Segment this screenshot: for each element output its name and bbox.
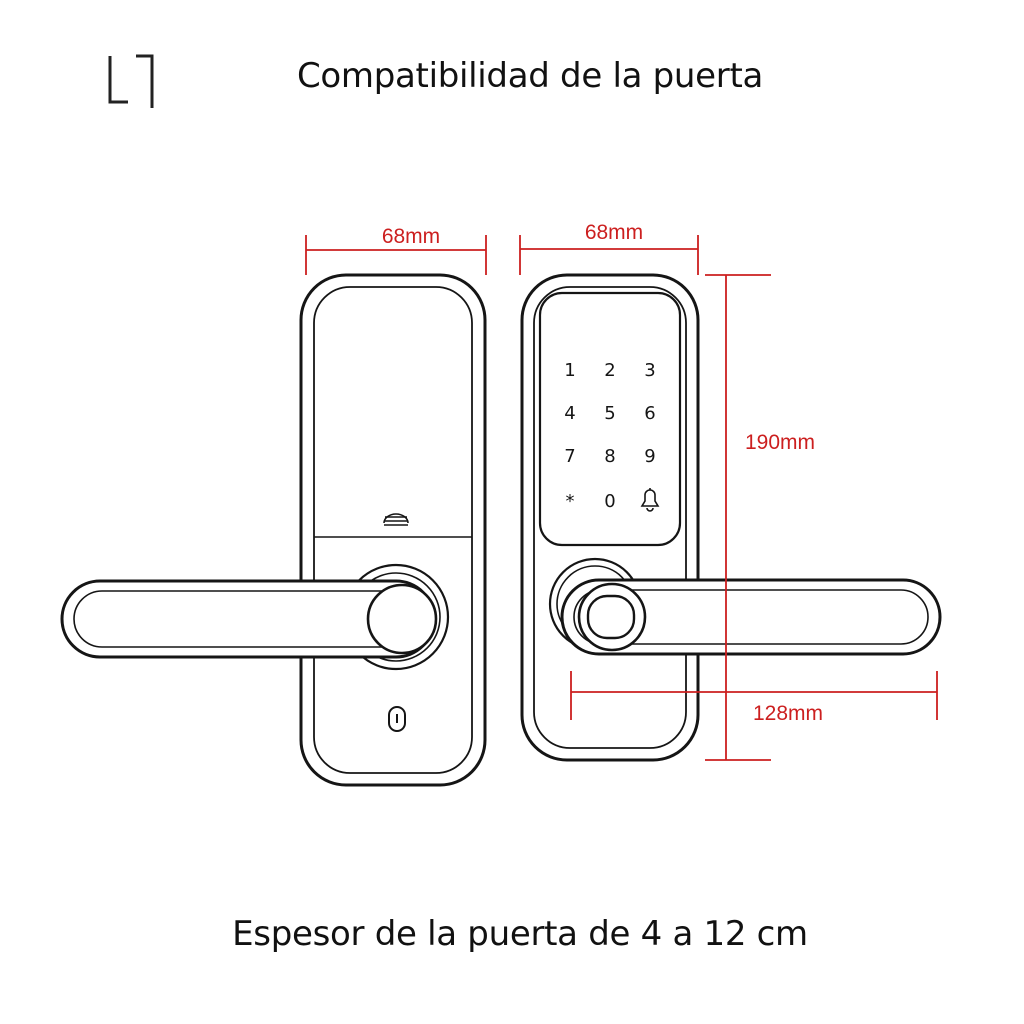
dimension-labels: 68mm 68mm 190mm 128mm xyxy=(382,221,823,725)
right-width-label: 68mm xyxy=(585,221,643,244)
keypad-key: 0 xyxy=(604,491,615,512)
door-thickness-caption: Espesor de la puerta de 4 a 12 cm xyxy=(232,914,808,954)
vent-icon xyxy=(383,513,409,526)
keypad-key: 9 xyxy=(644,446,655,467)
keypad-key: 3 xyxy=(644,360,655,381)
left-width-label: 68mm xyxy=(382,225,440,248)
page-title: Compatibilidad de la puerta xyxy=(296,56,764,96)
fingerprint-icon xyxy=(577,582,647,652)
keypad-key: 4 xyxy=(564,403,575,424)
keypad-key: 6 xyxy=(644,403,655,424)
door-lock-dimension-diagram: 1 2 3 4 5 6 7 8 9 * 0 xyxy=(60,221,942,787)
keypad-key: * xyxy=(566,491,575,512)
height-label: 190mm xyxy=(745,431,815,454)
keypad-key: 8 xyxy=(604,446,615,467)
keypad-key: 2 xyxy=(604,360,615,381)
keyhole-icon xyxy=(388,706,406,732)
keypad-key: 1 xyxy=(564,360,575,381)
keypad-key: 5 xyxy=(604,403,615,424)
bell-icon xyxy=(640,488,660,512)
outer-lock-body xyxy=(520,273,700,762)
outer-lever-handle xyxy=(560,578,942,656)
inner-lever-handle xyxy=(60,579,438,659)
inner-lock-body xyxy=(299,273,487,787)
keypad-key: 7 xyxy=(564,446,575,467)
corner-bracket-logo-icon xyxy=(108,54,154,108)
keypad: 1 2 3 4 5 6 7 8 9 * 0 xyxy=(564,360,655,512)
dimension-lines xyxy=(305,235,938,761)
handle-length-label: 128mm xyxy=(753,702,823,725)
